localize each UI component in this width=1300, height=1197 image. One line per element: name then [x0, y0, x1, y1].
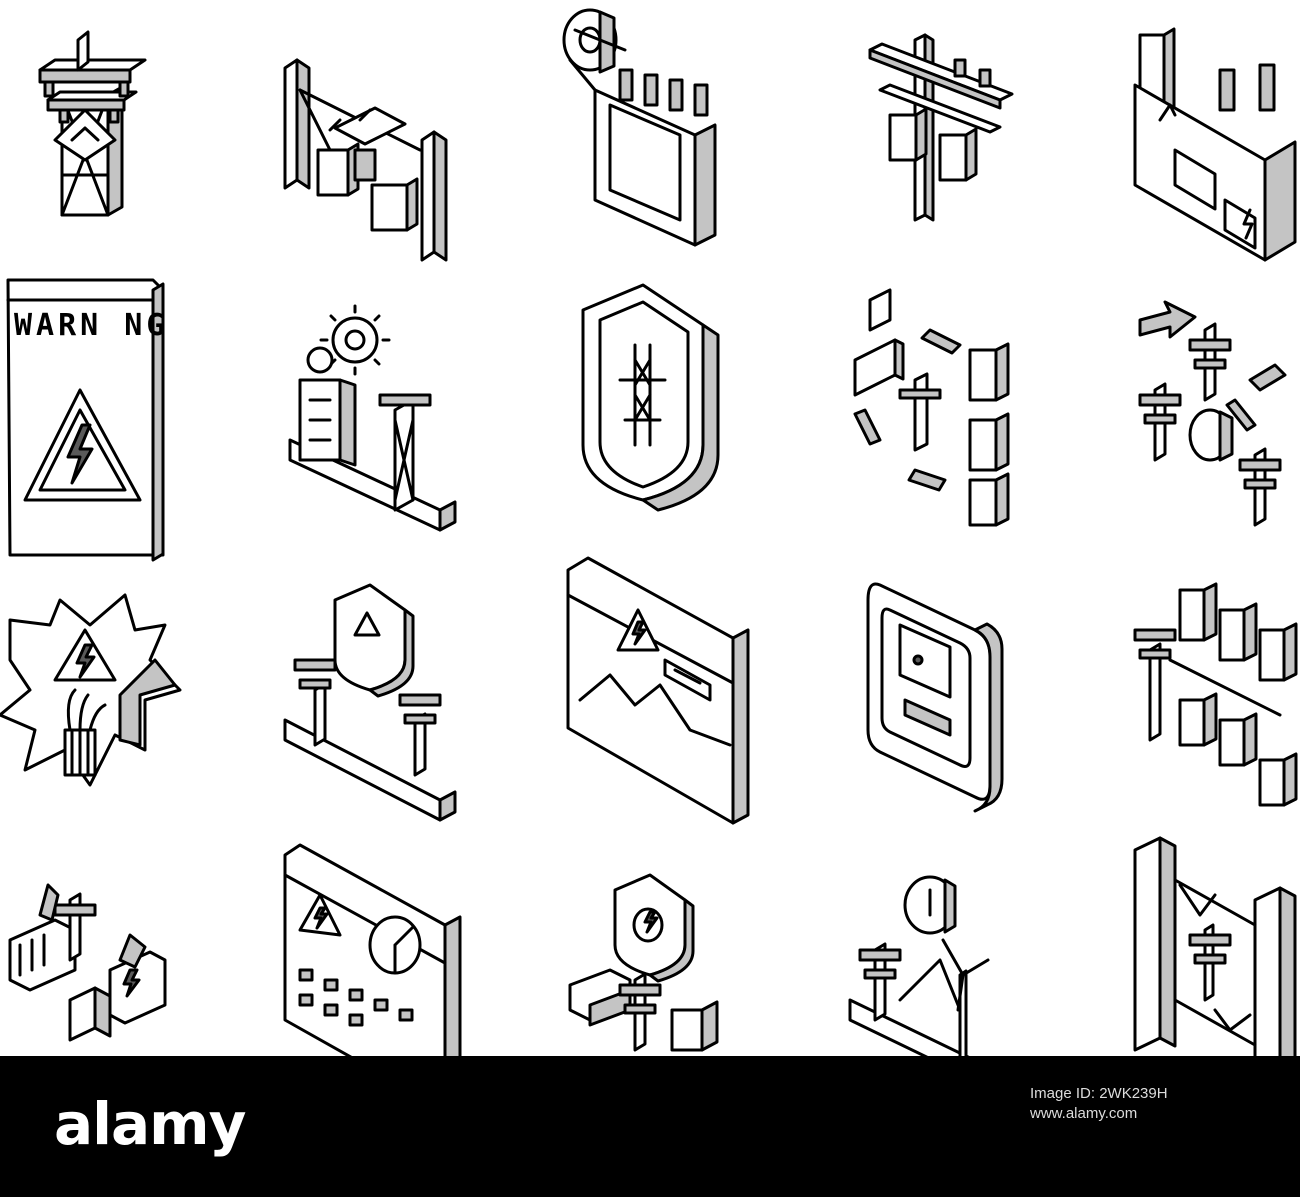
power-plant-building-icon	[1133, 27, 1297, 262]
energy-flow-buildings-icon	[8, 883, 167, 1042]
utility-pole-transformer-icon	[868, 33, 1014, 222]
protected-factory-line-icon	[568, 873, 719, 1052]
icon-set-illustration: WARN NG	[0, 8, 1298, 1056]
power-lines-buildings-icon	[1133, 582, 1298, 807]
warning-sign-board-icon: WARN NG	[6, 278, 168, 562]
warning-panel-text: WARN NG	[14, 308, 168, 343]
alamy-logo[interactable]: alamy	[54, 1090, 246, 1158]
power-grid-network-icon	[853, 288, 1010, 527]
image-id-label: Image ID: 2WK239H	[1030, 1085, 1168, 1102]
power-tower-icon	[38, 30, 147, 217]
cable-reel-transformer-icon	[562, 8, 717, 247]
shield-tower-icon	[581, 283, 720, 512]
electric-meter-icon	[866, 582, 1004, 813]
shielded-power-line-icon	[283, 583, 457, 822]
footer-bar: alamy Image ID: 2WK239H www.alamy.com	[0, 1056, 1300, 1197]
substation-icon	[283, 58, 448, 262]
tower-distribution-icon	[1138, 300, 1287, 527]
electric-explosion-icon	[0, 593, 182, 787]
engineer-gear-tower-icon	[288, 304, 457, 532]
image-id-block: Image ID: 2WK239H www.alamy.com	[1030, 1084, 1168, 1124]
control-dashboard-icon	[283, 843, 462, 1056]
site-url[interactable]: www.alamy.com	[1030, 1105, 1138, 1122]
warning-landscape-panel-icon	[566, 556, 750, 825]
wind-turbine-tower-icon	[848, 875, 990, 1056]
city-power-lines-icon	[1133, 836, 1297, 1056]
